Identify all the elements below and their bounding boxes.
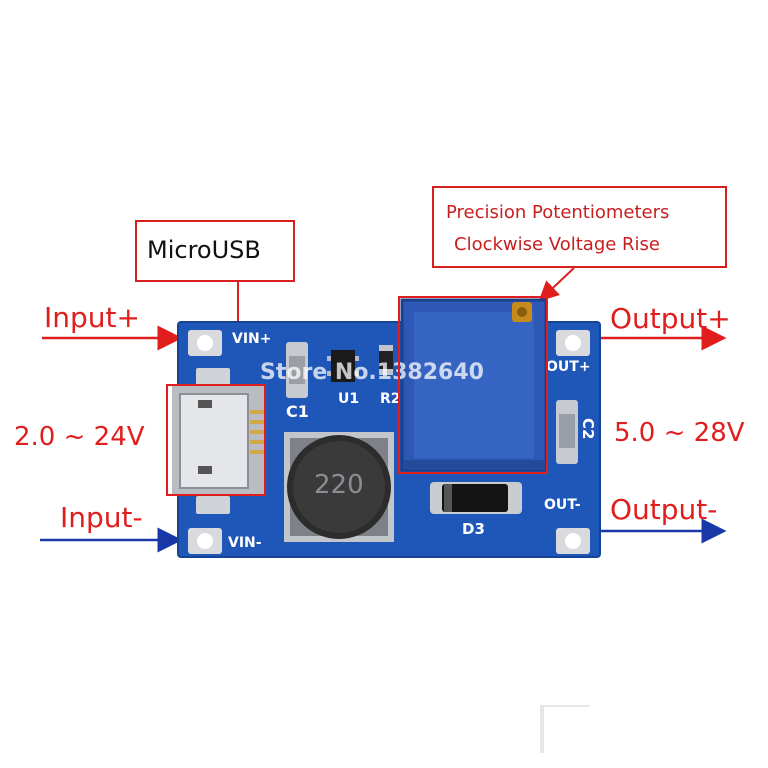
potentiometer-pointer bbox=[538, 267, 575, 302]
mounting-hole-bottom-left bbox=[188, 528, 222, 554]
out-plus-label: OUT+ bbox=[546, 359, 591, 375]
precision-line2: Clockwise Voltage Rise bbox=[454, 234, 660, 255]
resistor-r2 bbox=[379, 345, 393, 375]
output-minus-label: Output- bbox=[610, 493, 718, 526]
potentiometer-highlight bbox=[398, 296, 548, 474]
inductor-220 bbox=[284, 432, 394, 542]
capacitor-c2 bbox=[556, 400, 578, 464]
microusb-label: MicroUSB bbox=[147, 236, 261, 264]
capacitor-c1 bbox=[286, 342, 308, 398]
u1-label: U1 bbox=[338, 391, 360, 407]
c1-label: C1 bbox=[286, 402, 309, 421]
out-minus-label: OUT- bbox=[544, 497, 581, 513]
precision-line1: Precision Potentiometers bbox=[446, 202, 670, 223]
microusb-connector bbox=[172, 368, 266, 514]
mounting-hole-top-right bbox=[556, 330, 590, 356]
microusb-highlight bbox=[166, 384, 266, 496]
mounting-hole-bottom-right bbox=[556, 528, 590, 554]
potentiometer bbox=[400, 298, 548, 472]
d3-label: D3 bbox=[462, 520, 485, 538]
output-plus-label: Output+ bbox=[610, 302, 731, 335]
corner-artifact-line bbox=[540, 705, 590, 707]
input-minus-label: Input- bbox=[60, 501, 143, 534]
potentiometer-callout: Precision Potentiometers Clockwise Volta… bbox=[432, 186, 727, 268]
chip-u1 bbox=[327, 350, 359, 382]
c2-label: C2 bbox=[579, 418, 597, 440]
input-range-label: 2.0 ~ 24V bbox=[14, 422, 145, 452]
mounting-hole-top-left bbox=[188, 330, 222, 356]
r2-label: R2 bbox=[380, 391, 401, 407]
vin-minus-label: VIN- bbox=[228, 535, 262, 551]
watermark: Store No.1382640 bbox=[260, 360, 484, 385]
microusb-callout: MicroUSB bbox=[135, 220, 295, 282]
vin-plus-label: VIN+ bbox=[232, 331, 272, 347]
corner-artifact bbox=[540, 705, 544, 753]
diode-d3 bbox=[430, 482, 522, 514]
output-range-label: 5.0 ~ 28V bbox=[614, 418, 745, 448]
input-plus-label: Input+ bbox=[44, 301, 140, 334]
inductor-marking: 220 bbox=[314, 470, 364, 500]
